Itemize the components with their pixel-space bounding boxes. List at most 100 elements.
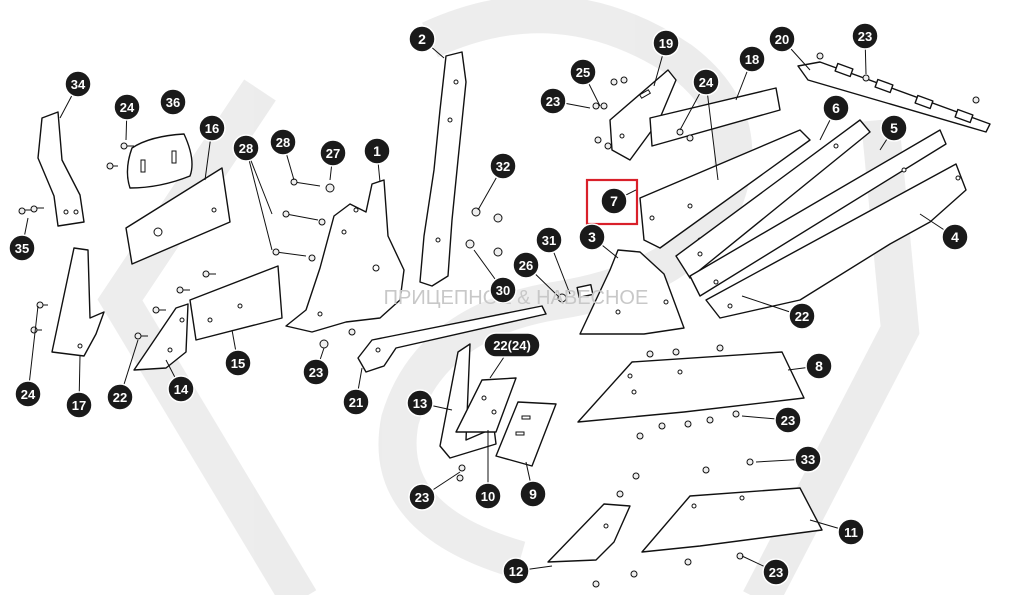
callout-label: 2 xyxy=(418,31,426,47)
callout-label: 22(24) xyxy=(493,338,531,353)
bolts-left xyxy=(18,142,216,340)
callout-13: 13 xyxy=(406,389,434,417)
callout-label: 24 xyxy=(21,387,36,402)
callout-label: 4 xyxy=(951,229,959,245)
callout-label: 10 xyxy=(481,489,495,504)
callout-label: 21 xyxy=(349,395,363,410)
callout-2: 2 xyxy=(408,25,436,53)
part-1-frog xyxy=(285,179,405,333)
callout-26: 26 xyxy=(512,251,540,279)
part-11-share xyxy=(641,487,823,553)
callout-label: 23 xyxy=(415,490,429,505)
highlight-frame xyxy=(585,178,639,226)
part-3-moldboard-breast xyxy=(579,249,685,335)
part-16-plate xyxy=(125,167,231,265)
callout-label: 20 xyxy=(775,32,789,47)
callout-11: 11 xyxy=(837,518,865,546)
callout-label: 23 xyxy=(769,565,783,580)
callout-label: 23 xyxy=(546,94,560,109)
callout-label: 26 xyxy=(519,258,533,273)
part-5-strip xyxy=(689,129,947,297)
callout-27: 27 xyxy=(319,139,347,167)
part-17-landside xyxy=(51,247,105,357)
callout-23: 23 xyxy=(302,358,330,386)
callout-14: 14 xyxy=(167,375,195,403)
callout-9: 9 xyxy=(519,480,547,508)
callout-7: 7 xyxy=(600,187,628,215)
callout-label: 14 xyxy=(174,382,189,397)
leader-line xyxy=(27,305,39,395)
callout-label: 11 xyxy=(844,525,858,540)
callout-4: 4 xyxy=(941,223,969,251)
callout-30: 30 xyxy=(489,276,517,304)
callout-32: 32 xyxy=(489,152,517,180)
callout-label: 23 xyxy=(309,365,323,380)
callout-label: 22 xyxy=(113,390,127,405)
part-12-point xyxy=(547,503,631,563)
callout-21: 21 xyxy=(342,388,370,416)
callout-label: 36 xyxy=(166,95,180,110)
callout-label: 30 xyxy=(496,283,510,298)
part-20-bar xyxy=(797,61,991,133)
part-31-collar xyxy=(557,283,594,303)
callout-label: 35 xyxy=(15,241,29,256)
part-2-stand xyxy=(419,51,467,287)
callout-10: 10 xyxy=(474,482,502,510)
callout-1: 1 xyxy=(363,137,391,165)
callout-label: 13 xyxy=(413,396,427,411)
callout-24: 24 xyxy=(113,93,141,121)
callout-23: 23 xyxy=(408,483,436,511)
callout-12: 12 xyxy=(502,557,530,585)
callout-28: 28 xyxy=(232,134,260,162)
part-23-nut xyxy=(319,339,329,349)
callout-label: 8 xyxy=(815,358,823,374)
watermark-text: ПРИЦЕПНОЕ & НАВЕСНОЕ xyxy=(384,287,649,309)
callout-label: 28 xyxy=(239,141,253,156)
callout-23: 23 xyxy=(774,406,802,434)
nut-center xyxy=(348,328,356,336)
callout-6: 6 xyxy=(822,94,850,122)
callout-label: 3 xyxy=(588,229,596,245)
callout-31: 31 xyxy=(535,226,563,254)
callout-label: 16 xyxy=(205,121,219,136)
callout-label: 18 xyxy=(745,52,759,67)
part-7-strip xyxy=(639,129,811,249)
callout-label: 12 xyxy=(509,564,523,579)
part-14 xyxy=(133,303,189,371)
callout-label: 23 xyxy=(781,413,795,428)
callout-16: 16 xyxy=(198,114,226,142)
part-9-plate xyxy=(495,401,557,467)
nuts-upper-right xyxy=(592,52,980,150)
callout-label: 31 xyxy=(542,233,556,248)
callout-22: 22 xyxy=(106,383,134,411)
callout-label: 6 xyxy=(832,100,840,116)
part-10-plate xyxy=(455,377,517,433)
part-6-strip xyxy=(675,119,871,279)
callout-label: 24 xyxy=(120,100,135,115)
callout-8: 8 xyxy=(805,352,833,380)
callout-label: 22 xyxy=(795,309,809,324)
callout-23: 23 xyxy=(762,558,790,586)
callout-23: 23 xyxy=(851,22,879,50)
callout-label: 1 xyxy=(373,143,381,159)
callout-25: 25 xyxy=(569,58,597,86)
part-8-share xyxy=(577,351,805,423)
leader-line xyxy=(705,81,719,181)
callout-5: 5 xyxy=(880,114,908,142)
callout-34: 34 xyxy=(64,70,92,98)
callout-23: 23 xyxy=(539,87,567,115)
leader-line xyxy=(245,147,273,251)
callout-label: 17 xyxy=(72,398,86,413)
part-28-bolts xyxy=(272,178,326,262)
callout-label: 24 xyxy=(699,75,714,90)
callout-22-24: 22(24) xyxy=(483,332,541,358)
callout-33: 33 xyxy=(794,445,822,473)
part-4-blade xyxy=(705,163,967,319)
callout-19: 19 xyxy=(652,29,680,57)
part-27-washer xyxy=(325,183,335,193)
callout-28: 28 xyxy=(269,128,297,156)
part-36-plate xyxy=(126,133,193,189)
callout-36: 36 xyxy=(159,88,187,116)
nuts-lower xyxy=(456,344,754,588)
